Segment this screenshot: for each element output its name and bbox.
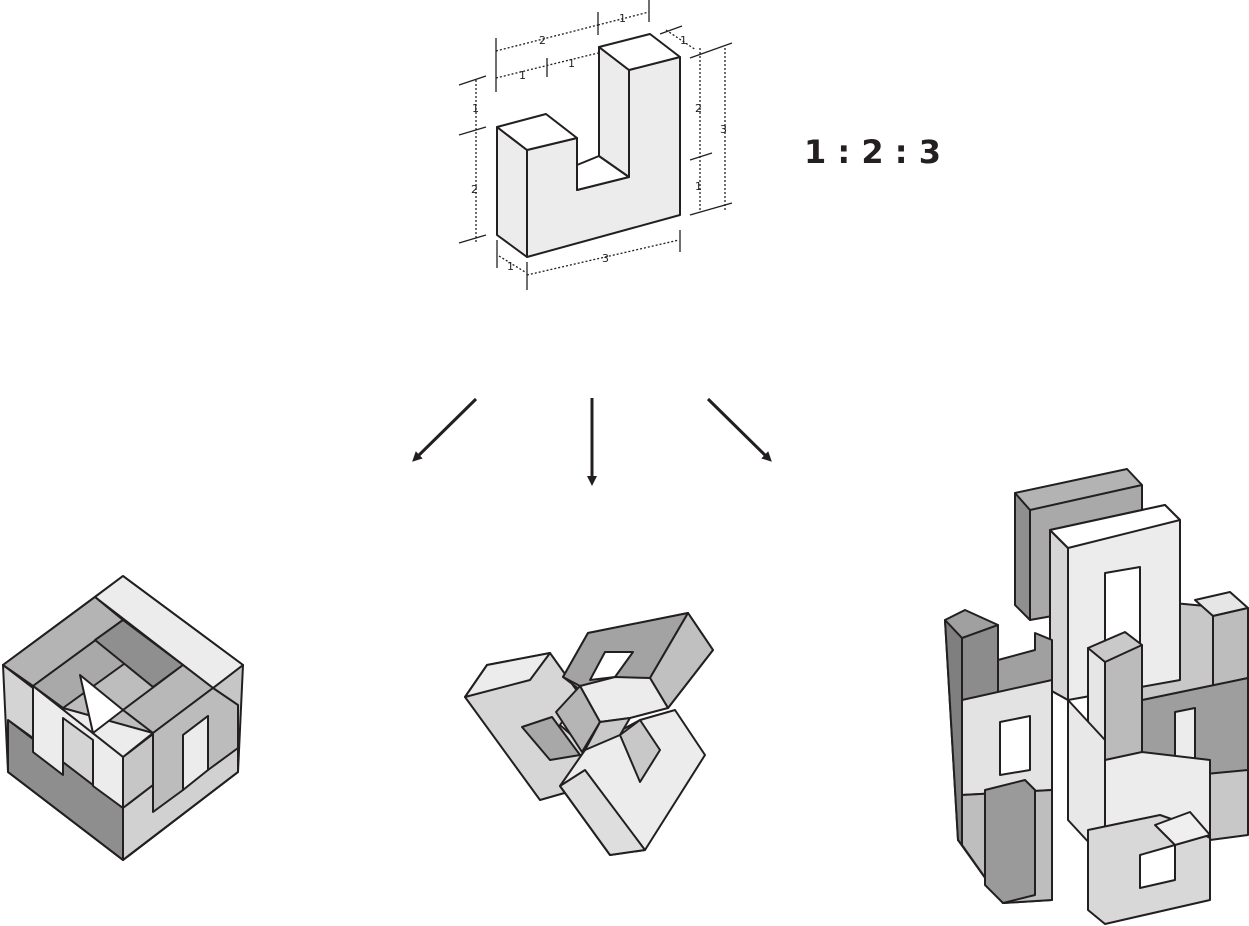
- dim-top-overall: 2: [539, 34, 546, 47]
- tower-assembly: [944, 468, 1249, 925]
- dimension-labels: 2 1 1 1 1 2 1 3 1 2 1 3: [471, 12, 727, 273]
- arrow-left: [412, 397, 478, 462]
- dim-right-top-small: 1: [680, 34, 687, 47]
- dim-right-overall: 3: [720, 123, 727, 136]
- dimension-lines: [458, 0, 733, 290]
- dim-bottom-length: 3: [602, 252, 609, 265]
- dim-top-left-a: 1: [519, 69, 526, 82]
- arrow-right: [706, 397, 772, 462]
- dim-top-right: 1: [619, 12, 626, 25]
- dim-left-lower: 2: [471, 183, 478, 196]
- j-piece-short-top: [496, 113, 578, 151]
- triangle-assembly: [464, 612, 714, 856]
- dim-top-left-b: 1: [568, 57, 575, 70]
- j-piece: [496, 33, 681, 258]
- cube-assembly: [2, 575, 244, 861]
- dim-right-upper: 2: [695, 102, 702, 115]
- ratio-label: 1 : 2 : 3: [804, 133, 941, 171]
- dim-right-lower: 1: [695, 180, 702, 193]
- dim-left-upper: 1: [472, 102, 479, 115]
- arrows: [412, 397, 772, 486]
- j-piece-tall-top: [598, 33, 681, 71]
- dim-bottom-depth: 1: [507, 260, 514, 273]
